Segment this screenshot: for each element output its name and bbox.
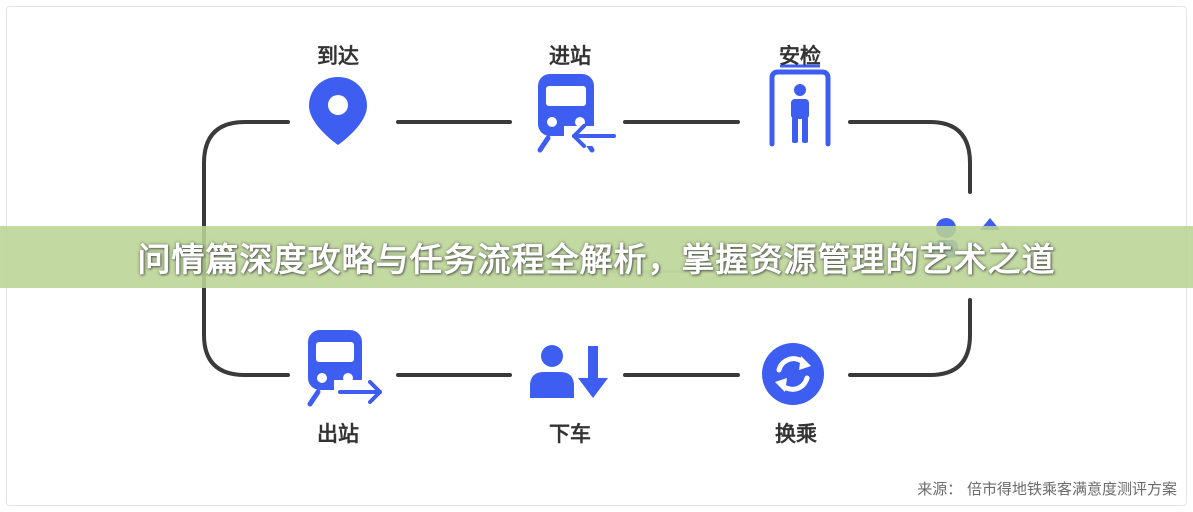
train-enter-icon: [537, 74, 616, 153]
train-exit-icon: [307, 330, 384, 407]
step-label-alight: 下车: [549, 422, 591, 446]
headline-banner: [0, 226, 1193, 288]
step-label-security: 安检: [779, 44, 821, 68]
source-note: 来源： 倍市得地铁乘客满意度测评方案: [917, 480, 1177, 498]
loop-connector: [202, 120, 972, 377]
location-pin-icon: [309, 77, 367, 145]
security-gate-icon: [769, 64, 831, 147]
step-label-arrive: 到达: [317, 44, 359, 68]
alight-icon: [530, 345, 608, 398]
step-label-transfer: 换乘: [775, 422, 817, 446]
step-label-enter: 进站: [549, 44, 591, 68]
headline-text: 问情篇深度攻略与任务流程全解析，掌握资源管理的艺术之道: [137, 240, 1056, 279]
transfer-icon: [762, 343, 824, 405]
step-label-exit: 出站: [317, 422, 359, 446]
